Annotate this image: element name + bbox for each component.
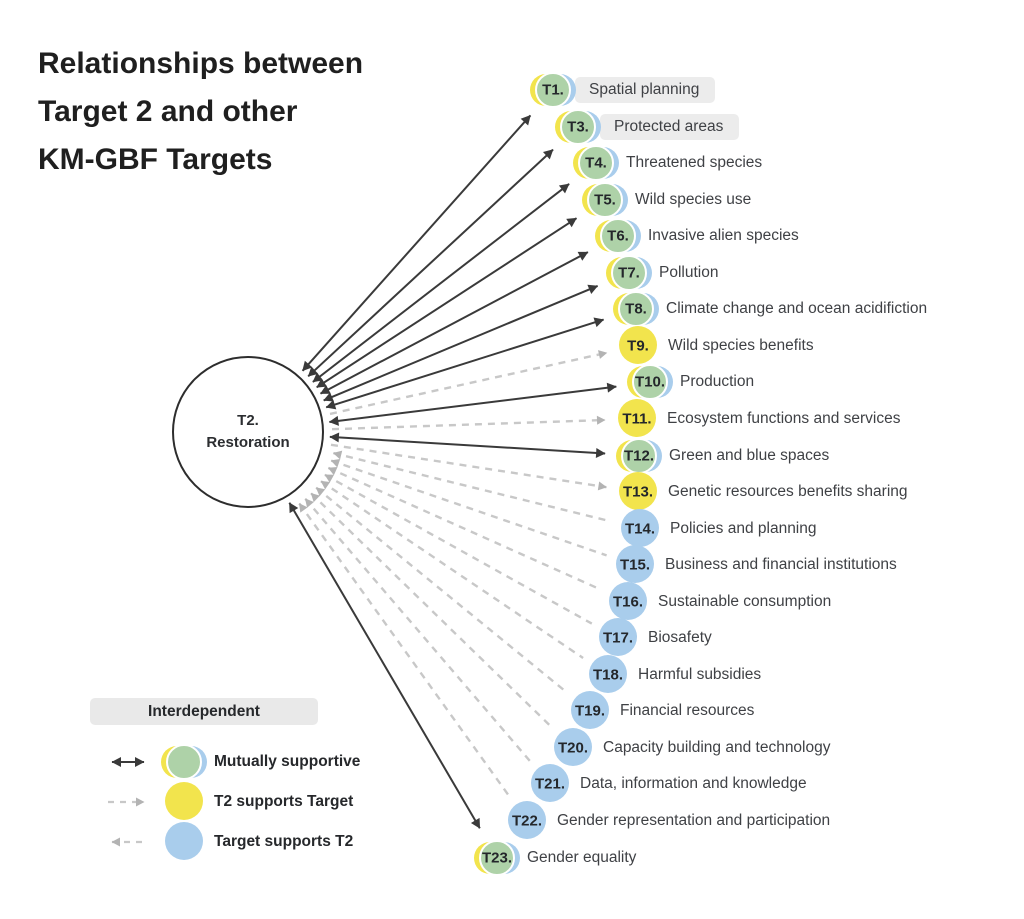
relation-arrow-T22 xyxy=(298,502,511,798)
relation-arrow-T11 xyxy=(331,415,606,431)
relation-arrow-T10 xyxy=(328,382,617,426)
relation-arrow-T20 xyxy=(310,492,553,728)
relation-arrow-T14 xyxy=(332,450,612,523)
relation-arrow-T17 xyxy=(324,473,593,625)
relation-arrow-T15 xyxy=(330,458,607,557)
relation-arrow-T3 xyxy=(307,148,554,378)
relation-arrow-T1 xyxy=(301,114,532,372)
relation-arrow-T7 xyxy=(323,284,599,402)
relation-arrow-T5 xyxy=(316,217,578,389)
relation-arrow-T9 xyxy=(329,350,608,416)
relation-arrow-T23 xyxy=(288,502,481,829)
center-node-circle xyxy=(172,356,324,508)
relation-arrow-T12 xyxy=(329,432,606,458)
